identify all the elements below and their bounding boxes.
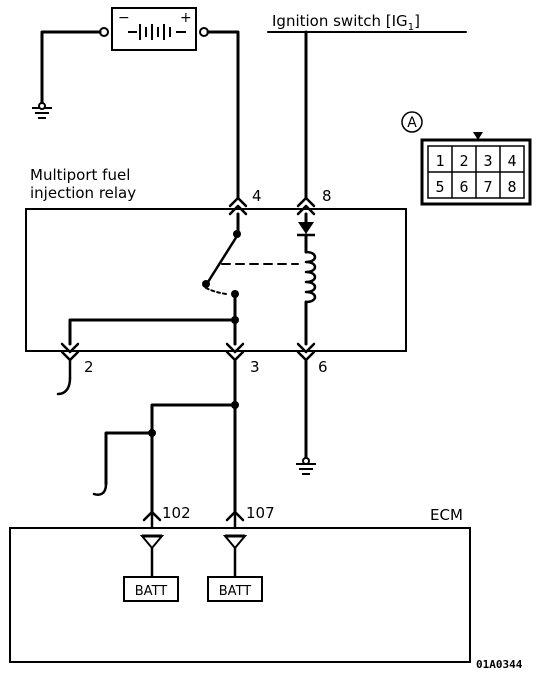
battery-ground-wire [32, 30, 102, 119]
input-triangle-icon [222, 535, 248, 550]
battery-positive-wire [206, 30, 240, 200]
ecm-batt-left-label: BATT [135, 584, 168, 599]
battery-plus-label: + [180, 10, 192, 26]
ecm-pin-107: 107 [225, 504, 275, 530]
relay-pin-8-label: 8 [322, 187, 332, 205]
connector-pin: 5 [435, 178, 444, 196]
ecm-batt-left: BATT [123, 534, 179, 602]
ecm-batt-right: BATT [207, 534, 263, 602]
relay-pin-2-label: 2 [84, 358, 94, 376]
ecm-box [9, 527, 471, 663]
ecm-feed-wiring [92, 358, 239, 514]
connector-pin: 6 [459, 178, 468, 196]
relay-switch [68, 212, 299, 346]
connector-pin: 8 [507, 178, 516, 196]
connector-ref-label: A [407, 115, 417, 131]
ignition-switch-label: Ignition switch [IG1] [272, 12, 420, 33]
relay-pin-2: 2 [56, 342, 94, 396]
connector-pin: 7 [483, 178, 492, 196]
ecm-pin-107-label: 107 [246, 504, 275, 522]
battery: − + [99, 7, 209, 51]
connector-ref-circle [401, 111, 423, 133]
relay-pin-3: 3 [225, 342, 260, 376]
relay-pin-6-label: 6 [318, 358, 328, 376]
connector-pin: 4 [507, 152, 516, 170]
connector-key-icon [473, 132, 483, 140]
connector-pin: 1 [435, 152, 444, 170]
relay-pin-8: 8 [296, 187, 332, 216]
coil-icon [304, 250, 317, 304]
ecm-label: ECM [430, 506, 463, 524]
relay-pin-4: 4 [228, 187, 262, 216]
relay-coil [297, 212, 317, 346]
ground-icon [38, 102, 46, 110]
connector-pin: 3 [483, 152, 492, 170]
relay-label-line1: Multiport fuel [30, 166, 130, 184]
figure-code: 01A0344 [476, 658, 523, 671]
relay-label-line2: injection relay [30, 184, 136, 202]
ecm-pin-102-label: 102 [162, 504, 191, 522]
ecm-batt-right-label: BATT [219, 584, 252, 599]
diode-icon [298, 222, 314, 234]
relay-pin-3-label: 3 [250, 358, 260, 376]
connector-pin: 2 [459, 152, 468, 170]
relay-pin-6: 6 [296, 342, 328, 376]
ecm-pin-102: 102 [142, 504, 191, 530]
battery-minus-label: − [118, 10, 130, 26]
connector-a: A 1 2 3 4 5 6 7 8 [401, 111, 532, 206]
input-triangle-icon [139, 535, 165, 550]
relay-pin-4-label: 4 [252, 187, 262, 205]
relay-ground-wire [296, 358, 316, 475]
relay-box [25, 208, 407, 352]
